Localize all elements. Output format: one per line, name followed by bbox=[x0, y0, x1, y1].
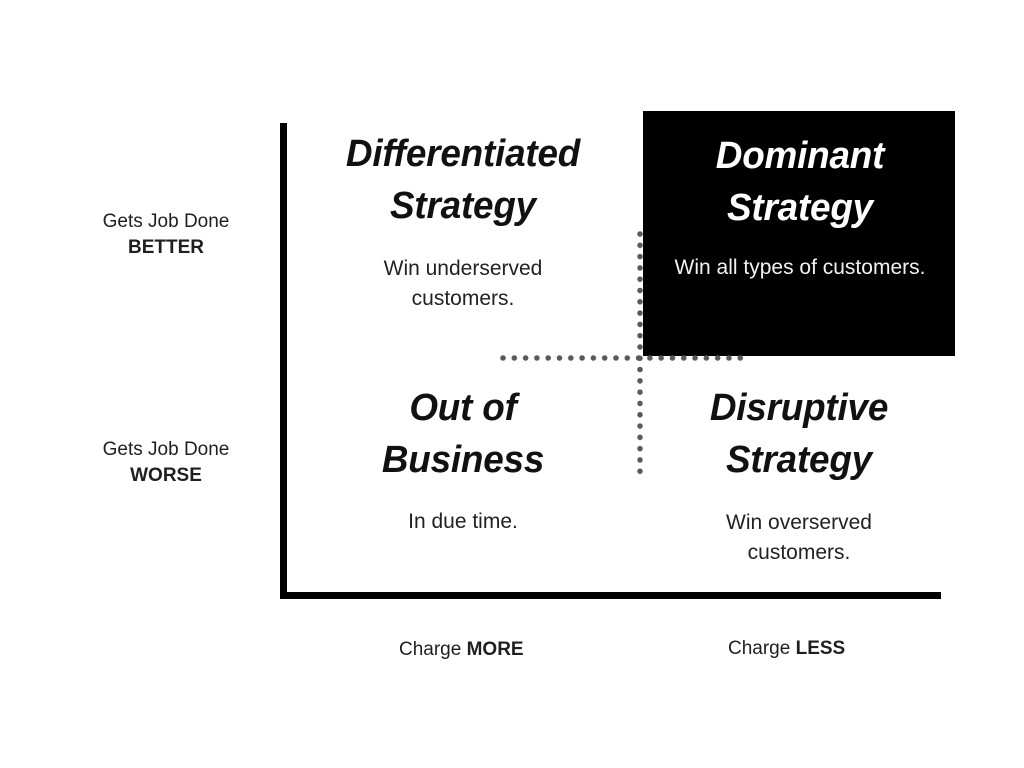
quadrant-title-dominant: Dominant Strategy bbox=[715, 135, 885, 229]
x-axis-label-less-emphasis: LESS bbox=[795, 638, 846, 659]
quadrant-description-disruptive: Win overserved customers. bbox=[726, 511, 872, 564]
y-axis-label-better: Gets Job Done BETTER bbox=[60, 209, 272, 261]
horizontal-divider-dotted-line bbox=[500, 355, 747, 361]
x-axis-label-more-prefix: Charge bbox=[399, 639, 467, 660]
quadrant-out-of-business: Out of Business In due time. bbox=[312, 382, 614, 537]
y-axis-label-better-prefix: Gets Job Done bbox=[102, 211, 230, 232]
x-axis-label-charge-less: Charge LESS bbox=[728, 636, 845, 662]
x-axis-label-charge-more: Charge MORE bbox=[399, 637, 524, 663]
y-axis-label-worse-prefix: Gets Job Done bbox=[102, 439, 230, 460]
y-axis-line bbox=[280, 123, 287, 599]
quadrant-description-out-of-business: In due time. bbox=[408, 510, 518, 533]
quadrant-differentiated-strategy: Differentiated Strategy Win underserved … bbox=[310, 128, 616, 314]
y-axis-label-worse-emphasis: WORSE bbox=[130, 465, 202, 486]
quadrant-dominant-strategy: Dominant Strategy Win all types of custo… bbox=[650, 130, 950, 283]
quadrant-disruptive-strategy: Disruptive Strategy Win overserved custo… bbox=[650, 382, 948, 568]
quadrant-title-disruptive: Disruptive Strategy bbox=[709, 387, 889, 481]
x-axis-label-more-emphasis: MORE bbox=[466, 639, 524, 660]
quadrant-description-differentiated: Win underserved customers. bbox=[383, 257, 543, 310]
x-axis-label-less-prefix: Charge bbox=[728, 638, 796, 659]
quadrant-description-dominant: Win all types of customers. bbox=[674, 256, 926, 279]
vertical-divider-dotted-line bbox=[637, 231, 643, 480]
quadrant-title-differentiated: Differentiated Strategy bbox=[345, 133, 581, 227]
y-axis-label-better-emphasis: BETTER bbox=[128, 237, 204, 258]
dominant-quadrant-highlight-panel bbox=[643, 111, 955, 356]
x-axis-line bbox=[280, 592, 941, 599]
quadrant-title-out-of-business: Out of Business bbox=[381, 387, 545, 481]
y-axis-label-worse: Gets Job Done WORSE bbox=[60, 437, 272, 489]
